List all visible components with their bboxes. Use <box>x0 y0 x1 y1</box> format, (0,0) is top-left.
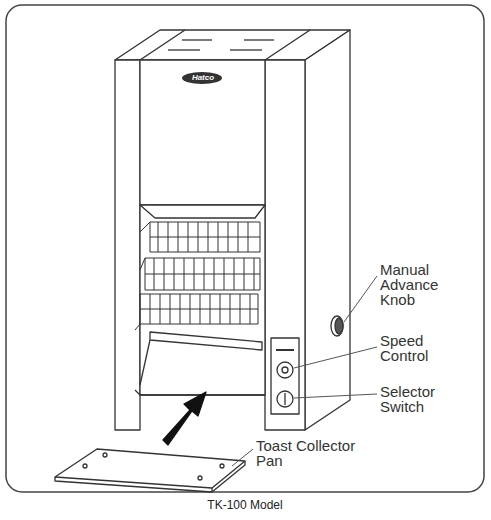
frame <box>6 5 484 492</box>
logo-badge <box>182 72 222 84</box>
slot <box>244 39 274 40</box>
manual-knob <box>331 316 343 336</box>
opening <box>140 205 265 395</box>
knob-pointer <box>284 393 285 405</box>
slot <box>182 39 212 40</box>
part-label: Manual Advance Knob <box>380 262 450 307</box>
part-label: Selector Switch <box>380 384 450 414</box>
top-seam <box>265 30 310 60</box>
knob-center <box>282 367 288 373</box>
logo-text: Hatco <box>186 73 220 83</box>
slot <box>168 49 200 50</box>
figure-caption: TK-100 Model <box>145 498 345 512</box>
panel-print <box>276 349 294 351</box>
chute <box>150 332 262 350</box>
pan-hole <box>103 453 107 457</box>
part-label: Speed Control <box>380 333 450 363</box>
manual-knob-face <box>335 318 343 334</box>
side-face <box>305 30 350 430</box>
wire-basket <box>135 222 260 330</box>
insert-arrow <box>163 392 206 445</box>
speed-knob <box>277 362 293 378</box>
slot <box>230 49 262 50</box>
top-seam <box>140 30 185 60</box>
control-panel <box>271 338 299 414</box>
pan-hole <box>83 464 87 468</box>
left-column <box>115 60 140 430</box>
pan-edge <box>211 488 212 492</box>
base-edge <box>135 390 140 395</box>
chute-edge <box>140 340 150 385</box>
pan-edge <box>55 461 245 492</box>
hood <box>140 60 265 205</box>
collector-pan <box>55 449 245 488</box>
part-label: Toast Collector Pan <box>256 438 386 468</box>
pan-hole <box>220 464 224 468</box>
pan-hole <box>198 476 202 480</box>
right-column <box>265 60 305 430</box>
inner-edge <box>140 205 265 218</box>
selector-knob <box>277 391 293 407</box>
